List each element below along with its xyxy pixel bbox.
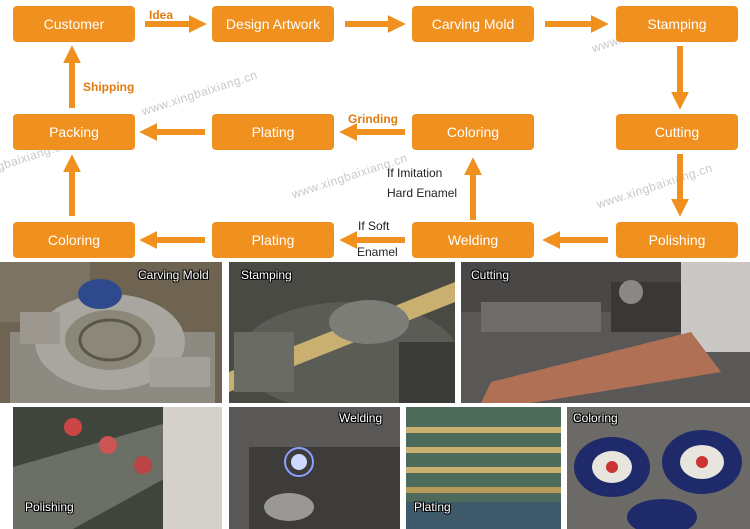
label-if-soft: If Soft bbox=[358, 219, 390, 233]
step-welding: Welding bbox=[412, 222, 534, 258]
caption-plating: Plating bbox=[414, 500, 451, 514]
step-coloring-mid: Coloring bbox=[412, 114, 534, 150]
plating-image bbox=[406, 407, 561, 529]
label-idea: Idea bbox=[149, 8, 174, 22]
label-grinding: Grinding bbox=[348, 112, 398, 126]
polishing-image bbox=[13, 407, 222, 529]
photo-carving-mold: Carving Mold bbox=[0, 262, 222, 403]
cutting-image bbox=[461, 262, 750, 403]
caption-polishing: Polishing bbox=[25, 500, 74, 514]
step-carving-mold: Carving Mold bbox=[412, 6, 534, 42]
step-plating-bottom: Plating bbox=[212, 222, 334, 258]
step-cutting: Cutting bbox=[616, 114, 738, 150]
step-customer: Customer bbox=[13, 6, 135, 42]
step-plating-mid: Plating bbox=[212, 114, 334, 150]
step-polishing: Polishing bbox=[616, 222, 738, 258]
flow-arrows bbox=[63, 15, 689, 249]
step-coloring-bottom: Coloring bbox=[13, 222, 135, 258]
photo-plating: Plating bbox=[406, 407, 561, 529]
step-design-artwork: Design Artwork bbox=[212, 6, 334, 42]
caption-carving-mold: Carving Mold bbox=[138, 268, 209, 282]
photo-coloring: Coloring bbox=[567, 407, 750, 529]
photo-stamping: Stamping bbox=[229, 262, 455, 403]
welding-image bbox=[229, 407, 400, 529]
photo-polishing: Polishing bbox=[13, 407, 222, 529]
step-packing: Packing bbox=[13, 114, 135, 150]
photo-welding: Welding bbox=[229, 407, 400, 529]
step-stamping: Stamping bbox=[616, 6, 738, 42]
label-shipping: Shipping bbox=[83, 80, 135, 94]
coloring-image bbox=[567, 407, 750, 529]
caption-cutting: Cutting bbox=[471, 268, 510, 282]
caption-coloring: Coloring bbox=[573, 411, 618, 425]
caption-stamping: Stamping bbox=[241, 268, 292, 282]
photo-cutting: Cutting bbox=[461, 262, 750, 403]
label-enamel: Enamel bbox=[357, 245, 398, 259]
caption-welding: Welding bbox=[339, 411, 383, 425]
label-if-imitation: If Imitation bbox=[387, 166, 443, 180]
label-hard-enamel: Hard Enamel bbox=[387, 186, 458, 200]
carving-mold-image bbox=[0, 262, 222, 403]
stamping-image bbox=[229, 262, 455, 403]
